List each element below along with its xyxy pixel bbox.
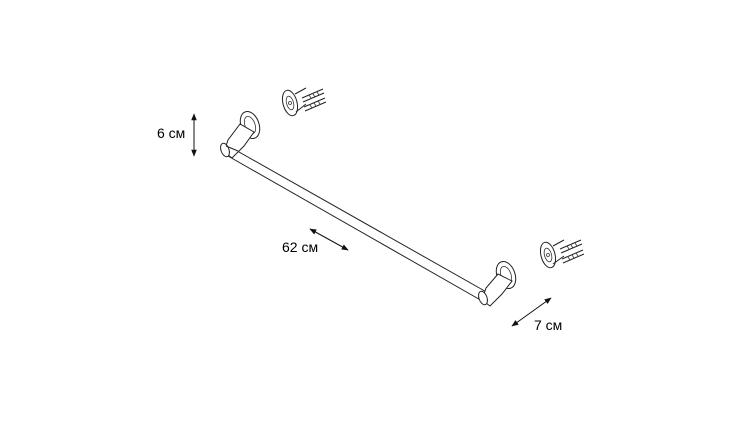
depth-dimension-arrow [511,297,552,327]
left-mounting-hardware [281,87,327,117]
right-holder [478,260,517,307]
length-dimension-arrow [309,228,349,251]
height-dimension: 6 см [157,113,197,157]
length-dimension: 62 см [282,228,349,255]
right-mounting-hardware [539,239,585,269]
towel-bar-rod [227,147,491,303]
length-dimension-label: 62 см [282,239,318,255]
left-holder [220,110,261,159]
depth-dimension-label: 7 см [534,317,562,333]
depth-dimension: 7 см [511,297,562,333]
height-dimension-label: 6 см [157,125,185,141]
